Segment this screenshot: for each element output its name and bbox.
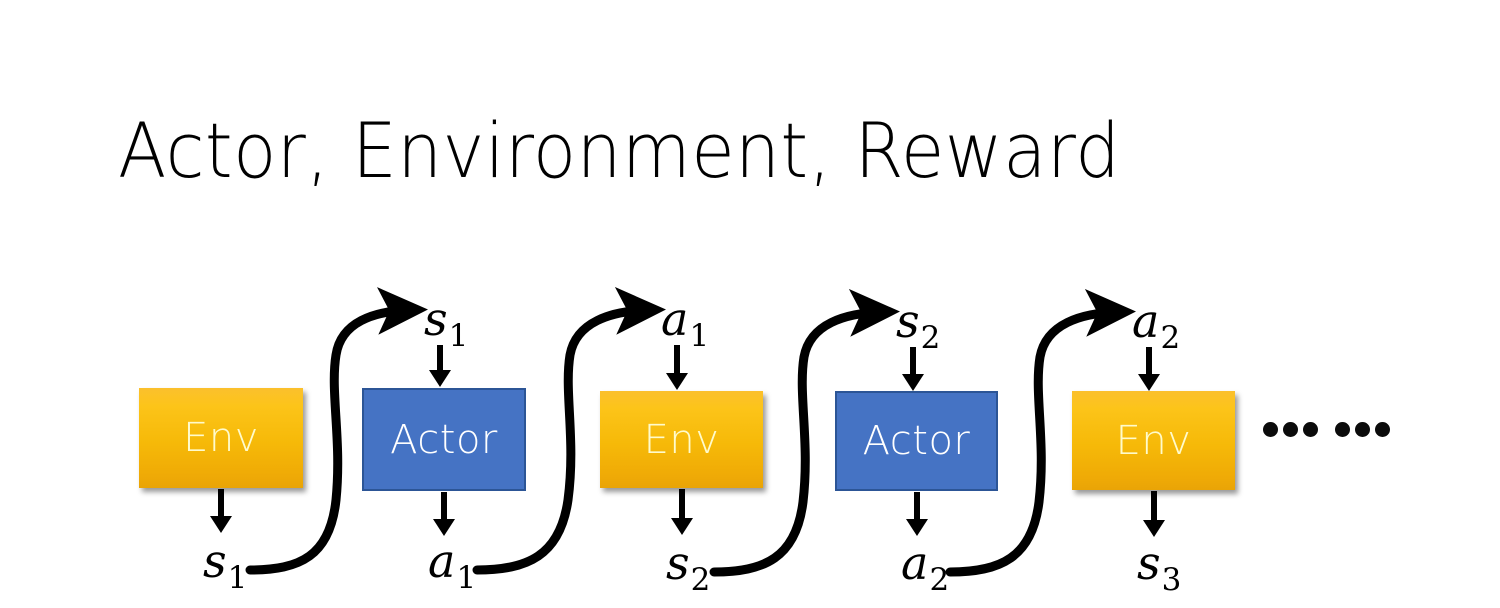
ellipsis-gap: [1323, 429, 1330, 430]
label-bottom-a2: a2: [901, 540, 949, 598]
feedback-curve-a1: [472, 287, 666, 575]
node-box-actor-1[interactable]: Actor: [362, 388, 526, 491]
symbol-base: s: [666, 536, 690, 590]
label-top-a1: a1: [661, 296, 709, 354]
symbol-base: s: [896, 294, 920, 348]
node-label: Env: [1115, 417, 1192, 464]
label-top-a2: a2: [1132, 298, 1180, 356]
node-box-env-3[interactable]: Env: [1072, 391, 1235, 490]
ellipsis-dot: [1263, 422, 1278, 437]
symbol-subscript: 1: [448, 318, 469, 354]
node-box-env-2[interactable]: Env: [600, 391, 763, 488]
node-label: Actor: [390, 416, 498, 463]
node-label: Env: [183, 415, 259, 461]
label-bottom-a1: a1: [428, 538, 476, 596]
node-box-env-1[interactable]: Env: [139, 388, 303, 488]
arrow-down-a2-to-env-3: [1134, 347, 1164, 391]
symbol-subscript: 1: [689, 318, 710, 354]
symbol-subscript: 3: [1161, 562, 1182, 598]
ellipsis-dot: [1303, 422, 1318, 437]
symbol-subscript: 1: [227, 560, 248, 596]
ellipsis-dot: [1335, 422, 1350, 437]
symbol-subscript: 2: [929, 562, 950, 598]
symbol-base: s: [203, 534, 227, 588]
label-bottom-s1: s1: [203, 538, 247, 596]
feedback-curve-s1: [245, 287, 428, 575]
label-top-s2: s2: [896, 298, 940, 356]
page-title: Actor, Environment, Reward: [118, 106, 1121, 195]
symbol-base: a: [428, 534, 456, 588]
arrow-down-s2-to-actor-2: [898, 347, 928, 391]
node-label: Actor: [862, 418, 971, 464]
node-label: Env: [643, 416, 720, 463]
arrow-down-env-2-to-s2: [667, 489, 697, 535]
label-bottom-s2: s2: [666, 540, 710, 598]
arrow-down-s1-to-actor-1: [425, 345, 455, 387]
ellipsis-dot: [1355, 422, 1370, 437]
symbol-subscript: 2: [920, 320, 941, 356]
symbol-base: s: [424, 292, 448, 346]
feedback-curve-a2: [945, 289, 1136, 577]
arrow-down-env-3-to-s3: [1139, 491, 1169, 537]
ellipsis-continuation: [1263, 422, 1390, 437]
symbol-subscript: 2: [1160, 320, 1181, 356]
node-box-actor-2[interactable]: Actor: [835, 391, 998, 491]
arrow-down-actor-2-to-a2: [902, 492, 932, 536]
symbol-base: a: [1132, 294, 1160, 348]
ellipsis-dot: [1375, 422, 1390, 437]
symbol-base: a: [661, 292, 689, 346]
symbol-subscript: 1: [456, 560, 477, 596]
arrow-down-a1-to-env-2: [662, 345, 692, 390]
label-top-s1: s1: [424, 296, 468, 354]
symbol-base: a: [901, 536, 929, 590]
feedback-curve-s2: [709, 289, 900, 577]
symbol-subscript: 2: [690, 562, 711, 598]
arrow-down-env-1-to-s1: [206, 489, 236, 533]
arrow-down-actor-1-to-a1: [429, 492, 459, 536]
ellipsis-dot: [1283, 422, 1298, 437]
label-bottom-s3: s3: [1137, 540, 1181, 598]
symbol-base: s: [1137, 536, 1161, 590]
